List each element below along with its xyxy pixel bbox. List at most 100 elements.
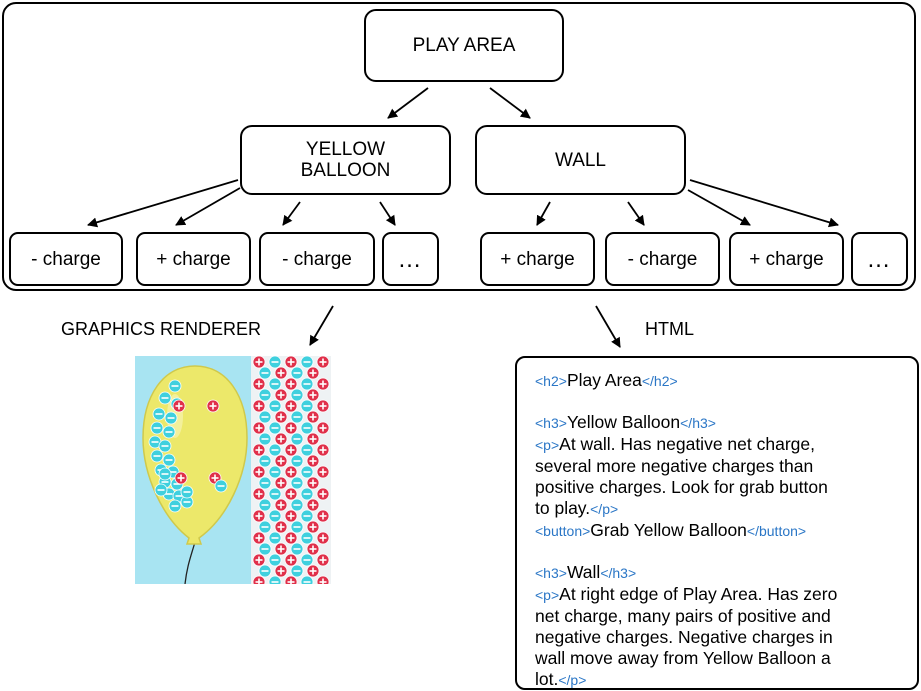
negative-charge-particle [268, 465, 282, 479]
positive-charge-particle [306, 366, 320, 380]
negative-charge-particle [268, 575, 282, 584]
arrow-root-to-balloon [387, 87, 429, 119]
html-h3-balloon: <h3>Yellow Balloon</h3> [535, 412, 716, 432]
wall-charge-3: + charge [729, 232, 844, 286]
positive-charge-particle [274, 564, 288, 578]
positive-charge-particle [316, 443, 330, 457]
negative-charge-particle [148, 435, 162, 449]
positive-charge-particle [284, 531, 298, 545]
balloon-charge-2: + charge [136, 232, 251, 286]
negative-charge-particle [268, 421, 282, 435]
negative-charge-particle [268, 443, 282, 457]
balloon-render-illustration [135, 356, 331, 584]
negative-charge-particle [152, 407, 166, 421]
negative-charge-particle [150, 421, 164, 435]
html-p-balloon-line3: positive charges. Look for grab button [535, 477, 828, 497]
html-h2: <h2>Play Area</h2> [535, 370, 678, 390]
negative-charge-particle [268, 487, 282, 501]
negative-charge-particle [290, 366, 304, 380]
arrow-wall-to-charge-2 [627, 201, 645, 226]
positive-charge-particle [252, 399, 266, 413]
positive-charge-particle [316, 531, 330, 545]
negative-charge-particle [258, 542, 272, 556]
wall-charge-more: … [851, 232, 908, 286]
positive-charge-particle [274, 498, 288, 512]
balloon-charge-more: … [382, 232, 439, 286]
positive-charge-particle [284, 399, 298, 413]
negative-charge-particle [258, 520, 272, 534]
positive-charge-particle [306, 454, 320, 468]
negative-charge-particle [162, 425, 176, 439]
negative-charge-particle [300, 553, 314, 567]
negative-charge-particle [300, 509, 314, 523]
html-p-wall-line4: wall move away from Yellow Balloon a [535, 648, 831, 668]
balloon-charge-3: - charge [259, 232, 375, 286]
positive-charge-particle [252, 377, 266, 391]
negative-charge-particle [164, 411, 178, 425]
negative-charge-particle [168, 499, 182, 513]
positive-charge-particle [274, 520, 288, 534]
negative-charge-particle [300, 421, 314, 435]
positive-charge-particle [306, 542, 320, 556]
negative-charge-particle [158, 439, 172, 453]
negative-charge-particle [268, 531, 282, 545]
negative-charge-particle [258, 432, 272, 446]
positive-charge-particle [172, 399, 186, 413]
play-area-frame [2, 2, 916, 291]
negative-charge-particle [268, 377, 282, 391]
positive-charge-particle [252, 575, 266, 584]
negative-charge-particle [300, 377, 314, 391]
balloon-string [184, 541, 196, 584]
graphics-renderer-caption: GRAPHICS RENDERER [61, 319, 262, 339]
negative-charge-particle [268, 399, 282, 413]
negative-charge-particle [258, 366, 272, 380]
positive-charge-particle [284, 421, 298, 435]
positive-charge-particle [316, 553, 330, 567]
positive-charge-particle [306, 520, 320, 534]
wall-charge-1: + charge [480, 232, 595, 286]
negative-charge-particle [258, 454, 272, 468]
positive-charge-particle [174, 471, 188, 485]
positive-charge-particle [316, 509, 330, 523]
negative-charge-particle [258, 498, 272, 512]
negative-charge-particle [290, 454, 304, 468]
arrow-root-to-wall [489, 87, 531, 119]
negative-charge-particle [300, 575, 314, 584]
positive-charge-particle [316, 421, 330, 435]
positive-charge-particle [252, 509, 266, 523]
positive-charge-particle [284, 443, 298, 457]
wall-node: WALL [475, 125, 686, 195]
play-area-node: PLAY AREA [364, 9, 564, 82]
positive-charge-particle [206, 399, 220, 413]
negative-charge-particle [168, 379, 182, 393]
positive-charge-particle [316, 575, 330, 584]
negative-charge-particle [258, 388, 272, 402]
negative-charge-particle [214, 479, 228, 493]
arrow-wall-to-charge-1 [536, 201, 551, 226]
arrow-wall-to-charge-3 [687, 189, 751, 226]
negative-charge-particle [290, 564, 304, 578]
positive-charge-particle [274, 476, 288, 490]
negative-charge-particle [258, 410, 272, 424]
wall-charge-2: - charge [605, 232, 720, 286]
html-p-balloon-line2: several more negative charges than [535, 456, 814, 476]
negative-charge-particle [268, 356, 282, 369]
negative-charge-particle [180, 495, 194, 509]
balloon-charge-1: - charge [9, 232, 123, 286]
negative-charge-particle [300, 531, 314, 545]
positive-charge-particle [252, 553, 266, 567]
positive-charge-particle [274, 410, 288, 424]
positive-charge-particle [284, 377, 298, 391]
negative-charge-particle [300, 443, 314, 457]
positive-charge-particle [274, 542, 288, 556]
html-p-wall-line5: lot.</p> [535, 669, 587, 689]
html-p-wall-line2: net charge, many pairs of positive and [535, 606, 831, 626]
positive-charge-particle [274, 432, 288, 446]
arrow-to-graphics-renderer [309, 305, 334, 346]
html-p-wall-line3: negative charges. Negative charges in [535, 627, 833, 647]
positive-charge-particle [284, 356, 298, 369]
negative-charge-particle [300, 356, 314, 369]
positive-charge-particle [316, 465, 330, 479]
positive-charge-particle [274, 366, 288, 380]
